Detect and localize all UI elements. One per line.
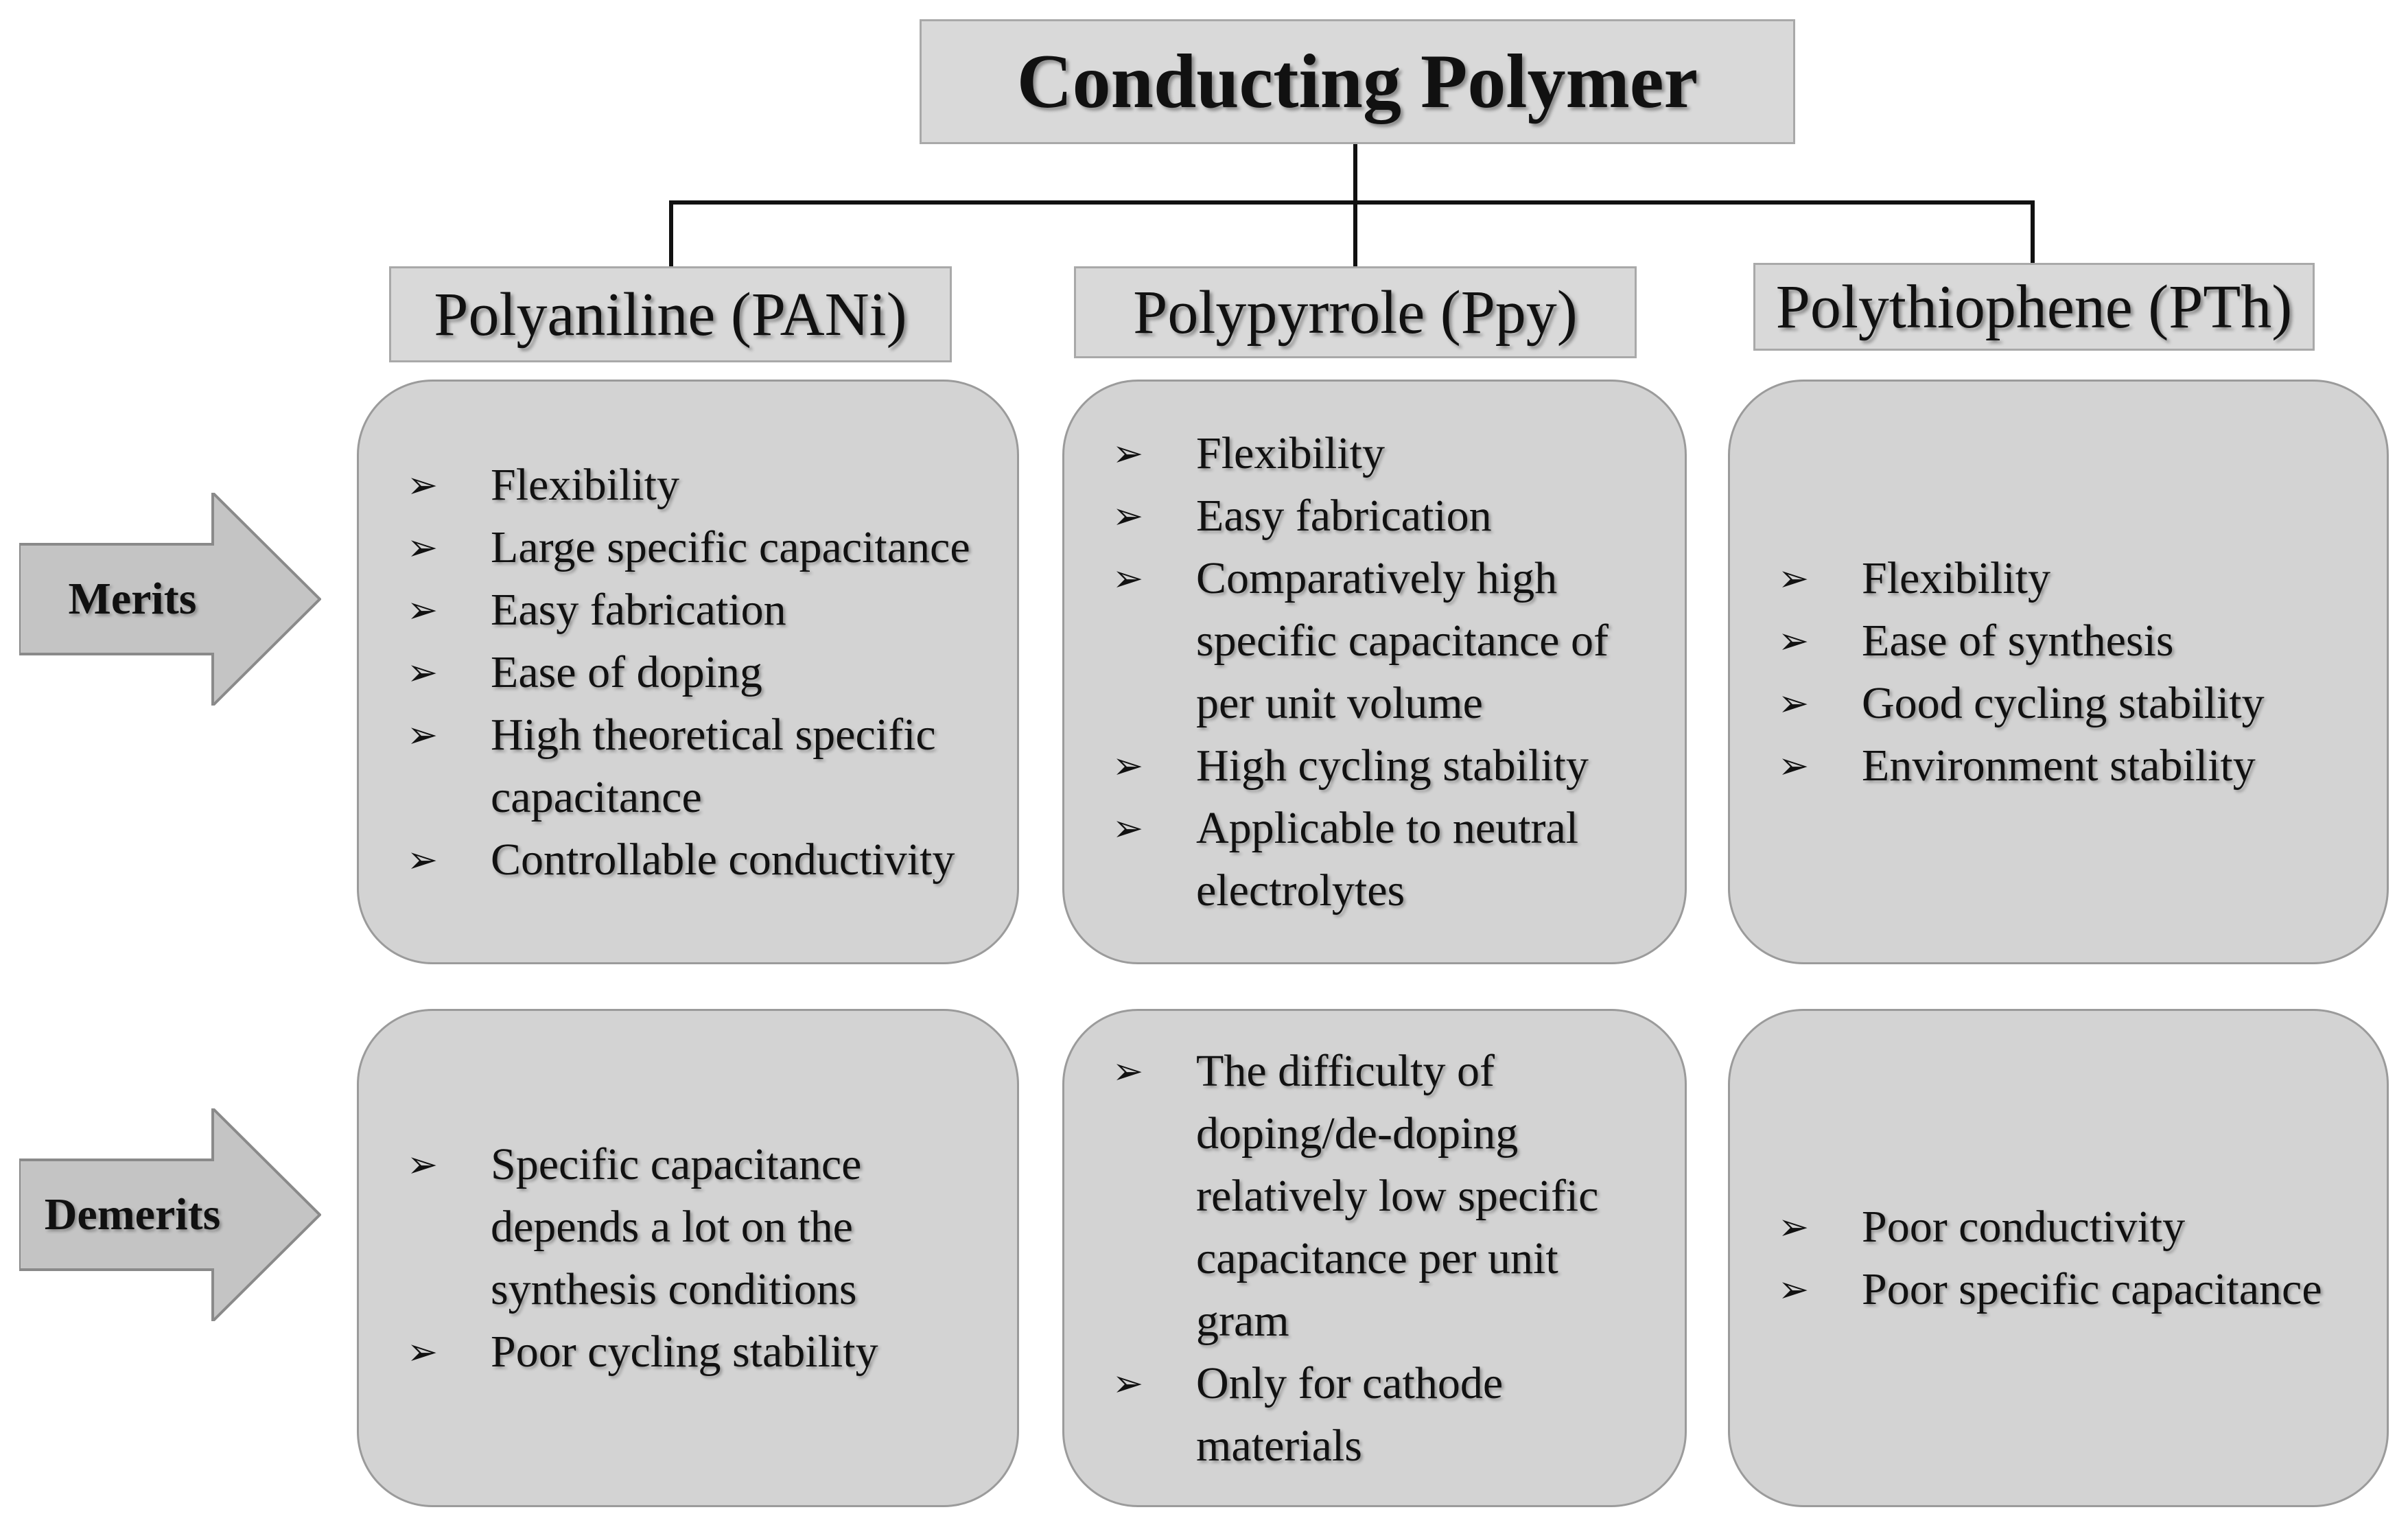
merits-list-pth: ➢ Flexibility ➢ Ease of synthesis ➢ Good cycl… [1778, 547, 2359, 797]
list-item: ➢ Flexibility [1778, 547, 2359, 609]
list-item-text: Easy fabrication [1196, 491, 1492, 541]
arrow-bullet-icon: ➢ [407, 650, 439, 694]
root-node-title: Conducting Polymer [920, 19, 1795, 144]
column-header-pani: Polyaniline (PANi) [389, 266, 952, 362]
merits-list-ppy: ➢ Flexibility ➢ Easy fabrication ➢ Comparativ… [1112, 422, 1657, 922]
list-item-text: Poor conductivity [1862, 1202, 2186, 1252]
list-item-text: Poor specific capacitance [1862, 1264, 2322, 1314]
list-item: ➢ Only for cathode materials [1112, 1352, 1657, 1477]
list-item: ➢ The difficulty of doping/de-doping rela… [1112, 1040, 1657, 1352]
demerits-list-pth: ➢ Poor conductivity ➢ Poor specific capacit… [1778, 1196, 2359, 1320]
list-item-text: High theoretical specific capacitance [491, 709, 936, 822]
arrow-bullet-icon: ➢ [1112, 432, 1144, 475]
merits-panel-pani: ➢Flexibility➢Large specific capacitance➢… [357, 380, 1019, 964]
right-arrow-icon [19, 493, 321, 706]
list-item-text: Good cycling stability [1862, 678, 2265, 728]
list-item: ➢ Poor specific capacitance [1778, 1258, 2359, 1320]
list-item-text: Flexibility [1196, 428, 1386, 478]
list-item-text: Ease of doping [491, 647, 762, 697]
list-item-text: The difficulty of doping/de-doping relat… [1196, 1045, 1599, 1346]
row-label-demerits: Demerits [44, 1189, 221, 1239]
demerits-panel-pth: ➢ Poor conductivity ➢ Poor specific capacit… [1728, 1009, 2389, 1507]
list-item: ➢ Poor cycling stability [407, 1320, 990, 1383]
arrow-bullet-icon: ➢ [407, 1143, 439, 1186]
arrow-bullet-icon: ➢ [1778, 1205, 1810, 1248]
arrow-bullet-icon: ➢ [1778, 1268, 1810, 1311]
list-item-text: Flexibility [491, 459, 680, 510]
arrow-bullet-icon: ➢ [1112, 1049, 1144, 1093]
list-item: ➢ Large specific capacitance [407, 516, 990, 579]
arrow-bullet-icon: ➢ [407, 837, 439, 881]
arrow-bullet-icon: ➢ [1112, 557, 1144, 600]
list-item: ➢ Good cycling stability [1778, 672, 2359, 734]
list-item: ➢ Specific capacitance depends a lot on t… [407, 1133, 990, 1320]
arrow-bullet-icon: ➢ [407, 587, 439, 631]
arrow-bullet-icon: ➢ [1112, 806, 1144, 850]
list-item: ➢ Comparatively high specific capacitance… [1112, 547, 1657, 734]
row-label-merits: Merits [68, 574, 197, 624]
list-item-text: Specific capacitance depends a lot on th… [491, 1139, 862, 1314]
demerits-arrow: Demerits [19, 1108, 321, 1321]
list-item-text: Easy fabrication [491, 584, 786, 635]
list-item: ➢ Environment stability [1778, 734, 2359, 797]
arrow-bullet-icon: ➢ [407, 712, 439, 756]
list-item: ➢ Easy fabrication [1112, 485, 1657, 547]
list-item-text: Ease of synthesis [1862, 616, 2174, 666]
arrow-bullet-icon: ➢ [1778, 619, 1810, 662]
list-item-text: Controllable conductivity [491, 834, 955, 885]
list-item-text: High cycling stability [1196, 741, 1589, 791]
list-item-text: Large specific capacitance [491, 522, 970, 572]
list-item-text: Poor cycling stability [491, 1327, 878, 1377]
demerits-list-pani: ➢ Specific capacitance depends a lot on t… [407, 1133, 990, 1383]
list-item: ➢ Easy fabrication [407, 579, 990, 641]
list-item-text: Comparatively high specific capacitance … [1196, 553, 1609, 728]
list-item: ➢ Flexibility [407, 454, 990, 516]
arrow-bullet-icon: ➢ [407, 463, 439, 507]
list-item: ➢ Poor conductivity [1778, 1196, 2359, 1258]
list-item: ➢ Controllable conductivity [407, 828, 990, 891]
list-item-text: Applicable to neutral electrolytes [1196, 803, 1579, 916]
merits-list-pani: ➢Flexibility➢Large specific capacitance➢… [407, 454, 990, 891]
right-arrow-icon [19, 1108, 321, 1321]
column-header-ppy: Polypyrrole (Ppy) [1074, 266, 1637, 358]
list-item: ➢ High cycling stability [1112, 734, 1657, 797]
demerits-list-ppy: ➢ The difficulty of doping/de-doping rela… [1112, 1040, 1657, 1477]
arrow-bullet-icon: ➢ [1112, 494, 1144, 537]
list-item: ➢ Flexibility [1112, 422, 1657, 485]
demerits-panel-pani: ➢ Specific capacitance depends a lot on t… [357, 1009, 1019, 1507]
list-item-text: Only for cathode materials [1196, 1358, 1504, 1471]
list-item: ➢ High theoretical specific capacitance [407, 703, 990, 828]
arrow-bullet-icon: ➢ [1778, 744, 1810, 787]
arrow-bullet-icon: ➢ [1112, 744, 1144, 787]
arrow-bullet-icon: ➢ [1778, 557, 1810, 600]
merits-panel-pth: ➢ Flexibility ➢ Ease of synthesis ➢ Good cycl… [1728, 380, 2389, 964]
list-item-text: Environment stability [1862, 741, 2256, 791]
column-header-pth: Polythiophene (PTh) [1753, 263, 2315, 351]
list-item: ➢ Applicable to neutral electrolytes [1112, 797, 1657, 922]
list-item: ➢ Ease of synthesis [1778, 609, 2359, 672]
merits-arrow: Merits [19, 493, 321, 706]
list-item: ➢ Ease of doping [407, 641, 990, 703]
arrow-bullet-icon: ➢ [1778, 682, 1810, 725]
arrow-bullet-icon: ➢ [407, 525, 439, 569]
list-item-text: Flexibility [1862, 553, 2051, 603]
arrow-bullet-icon: ➢ [1112, 1361, 1144, 1405]
arrow-bullet-icon: ➢ [407, 1330, 439, 1373]
merits-panel-ppy: ➢ Flexibility ➢ Easy fabrication ➢ Comparativ… [1062, 380, 1687, 964]
demerits-panel-ppy: ➢ The difficulty of doping/de-doping rela… [1062, 1009, 1687, 1507]
